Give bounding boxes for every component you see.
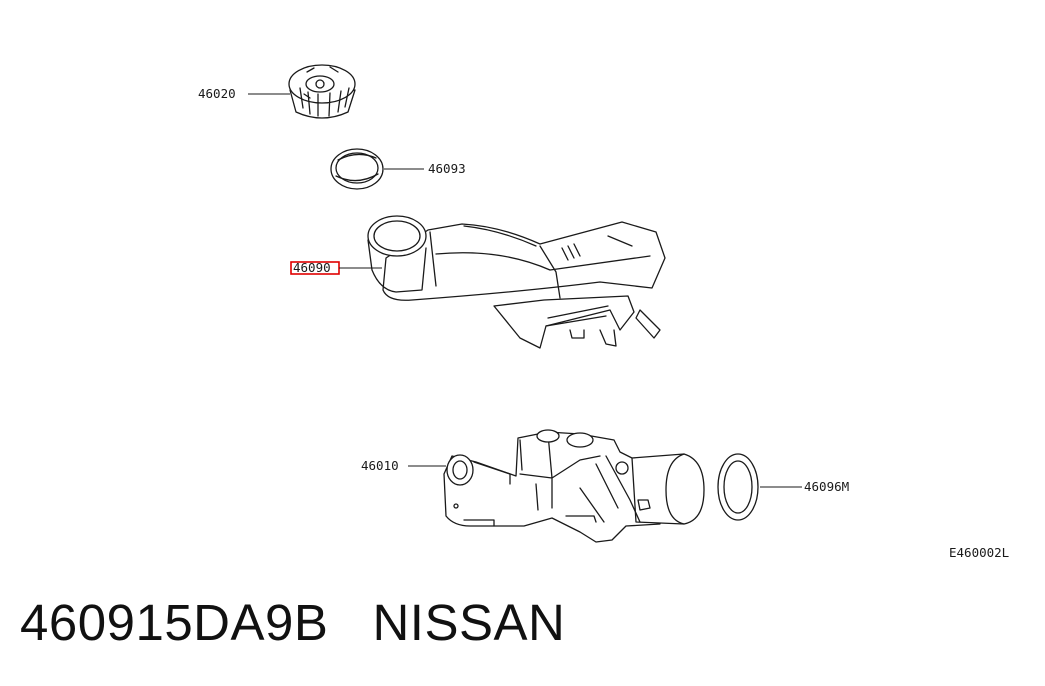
reservoir-cap-drawing[interactable] xyxy=(288,64,356,119)
grommet-drawing[interactable] xyxy=(717,453,759,521)
callout-cap: 46020 xyxy=(198,86,236,101)
callout-grommet: 46096M xyxy=(804,479,849,494)
callout-master-cylinder: 46010 xyxy=(361,458,399,473)
reservoir-tank-drawing[interactable] xyxy=(367,215,666,349)
part-number: 460915DA9B xyxy=(20,594,329,651)
part-caption: 460915DA9B NISSAN xyxy=(20,597,565,648)
callout-strainer: 46093 xyxy=(428,161,466,176)
strainer-drawing[interactable] xyxy=(330,148,384,190)
parts-diagram: 46020 46093 46090 4601 xyxy=(198,64,1009,560)
master-cylinder-drawing[interactable] xyxy=(443,429,705,543)
callout-reservoir[interactable]: 46090 xyxy=(293,260,331,275)
brand-name: NISSAN xyxy=(372,594,566,651)
diagram-code: E460002L xyxy=(949,545,1009,560)
